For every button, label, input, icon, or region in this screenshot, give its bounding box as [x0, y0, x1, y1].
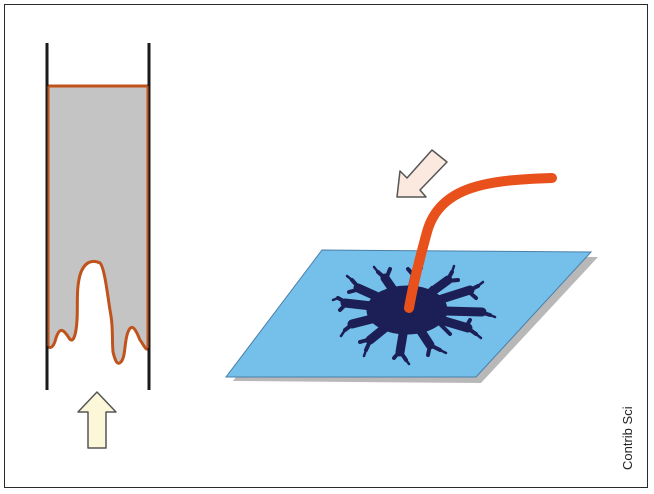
plate-panel: [224, 149, 598, 383]
viscous-fluid: [45, 84, 151, 365]
up-arrow-icon: [77, 391, 117, 449]
tube-panel: [45, 43, 151, 449]
figure-credit: Contrib Sci: [620, 406, 635, 470]
injection-needle: [404, 173, 557, 313]
down-left-arrow-icon: [396, 149, 448, 198]
